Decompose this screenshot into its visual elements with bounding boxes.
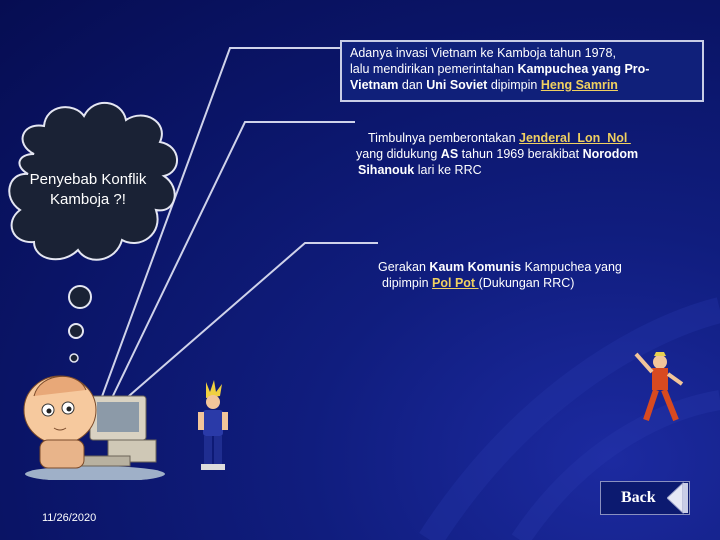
cause2-f: Sihanouk [358,163,415,177]
pol-pot-link[interactable]: Pol Pot [432,276,479,290]
cause1-line2b: Kampuchea yang Pro- [517,62,650,76]
cause3-c: Kampuchea yang [521,260,622,274]
thought-bubble-small [69,353,79,363]
heng-samrin-link[interactable]: Heng Samrin [540,78,618,92]
lon-nol-link[interactable]: Jenderal Lon Nol [519,131,631,145]
cause2-a: Timbulnya pemberontakan [368,131,520,145]
cause3-a: Gerakan [378,260,430,274]
cause3-d: dipimpin [382,276,433,290]
cause1-line3a: Vietnam [350,78,399,92]
cause-text-2: Timbulnya pemberontakan Jenderal Lon Nol… [356,130,696,178]
cause2-c: AS [440,147,459,161]
cause2-g: lari ke RRC [414,163,482,177]
cause3-e: (Dukungan RRC) [478,276,575,290]
fighter-right-icon [634,352,684,422]
thought-bubble-large [68,285,92,309]
cause1-line1: Adanya invasi Vietnam ke Kamboja tahun 1… [350,46,616,60]
cause2-b: yang didukung [356,147,441,161]
fighter-left-icon [198,380,228,470]
back-button[interactable]: Back [600,481,690,515]
cause2-d: tahun 1969 berakibat [458,147,583,161]
back-button-label: Back [621,489,656,506]
boy-computer-icon [23,375,165,480]
cause-text-3: Gerakan Kaum Komunis Kampuchea yang dipi… [378,259,698,291]
cause3-b: Kaum Komunis [429,260,522,274]
cloud-title: Penyebab Konflik Kamboja ?! [29,171,147,208]
thought-cloud [8,101,178,363]
back-arrow-icon [667,482,688,514]
cause1-line3b: dan [398,78,427,92]
cause2-e: Norodom [582,147,639,161]
slide-date: 11/26/2020 [42,512,97,524]
cause1-line3d: dipimpin [487,78,541,92]
cause1-line2a: lalu mendirikan pemerintahan [350,62,518,76]
cause-box-1: Adanya invasi Vietnam ke Kamboja tahun 1… [340,40,704,102]
thought-bubble-medium [68,323,84,339]
cause1-line3c: Uni Soviet [426,78,488,92]
